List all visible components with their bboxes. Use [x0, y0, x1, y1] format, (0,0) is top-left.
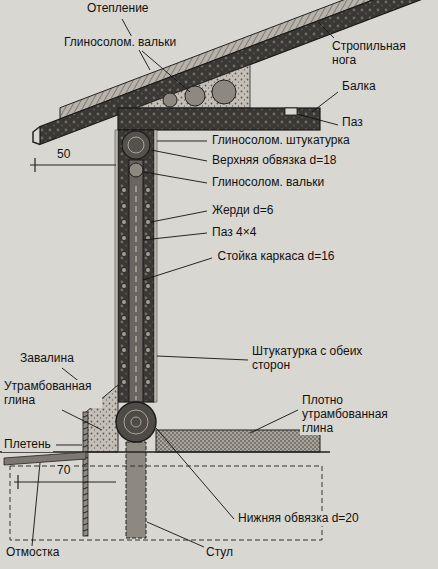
- part-label: Плетень: [2, 438, 53, 452]
- part-label: Верхняя обвязка d=18: [210, 154, 339, 168]
- dimension-label: 50: [55, 148, 72, 162]
- part-label: Стойка каркаса d=16: [214, 250, 338, 264]
- part-label: Паз 4×4: [210, 226, 258, 240]
- part-label: Штукатурка с обеих сторон: [250, 345, 374, 373]
- part-label: Стул: [204, 546, 235, 560]
- part-label: Отепление: [85, 2, 151, 16]
- part-label: Плотно утрамбованная глина: [300, 394, 424, 435]
- part-label: Стропильная нога: [330, 40, 434, 68]
- part-label: Нижняя обвязка d=20: [236, 512, 361, 526]
- part-label: Глиносолом. штукатурка: [210, 134, 352, 148]
- part-label: Балка: [340, 80, 378, 94]
- part-label: Жерди d=6: [210, 204, 275, 218]
- part-label: Отмостка: [4, 546, 61, 560]
- part-label: Глиносолом. вальки: [62, 36, 178, 50]
- part-label: Глиносолом. вальки: [210, 176, 326, 190]
- part-label: Паз: [340, 116, 365, 130]
- dimension-label: 70: [55, 464, 72, 478]
- part-label: Утрамбованная глина: [2, 380, 102, 408]
- part-label: Завалина: [18, 352, 76, 366]
